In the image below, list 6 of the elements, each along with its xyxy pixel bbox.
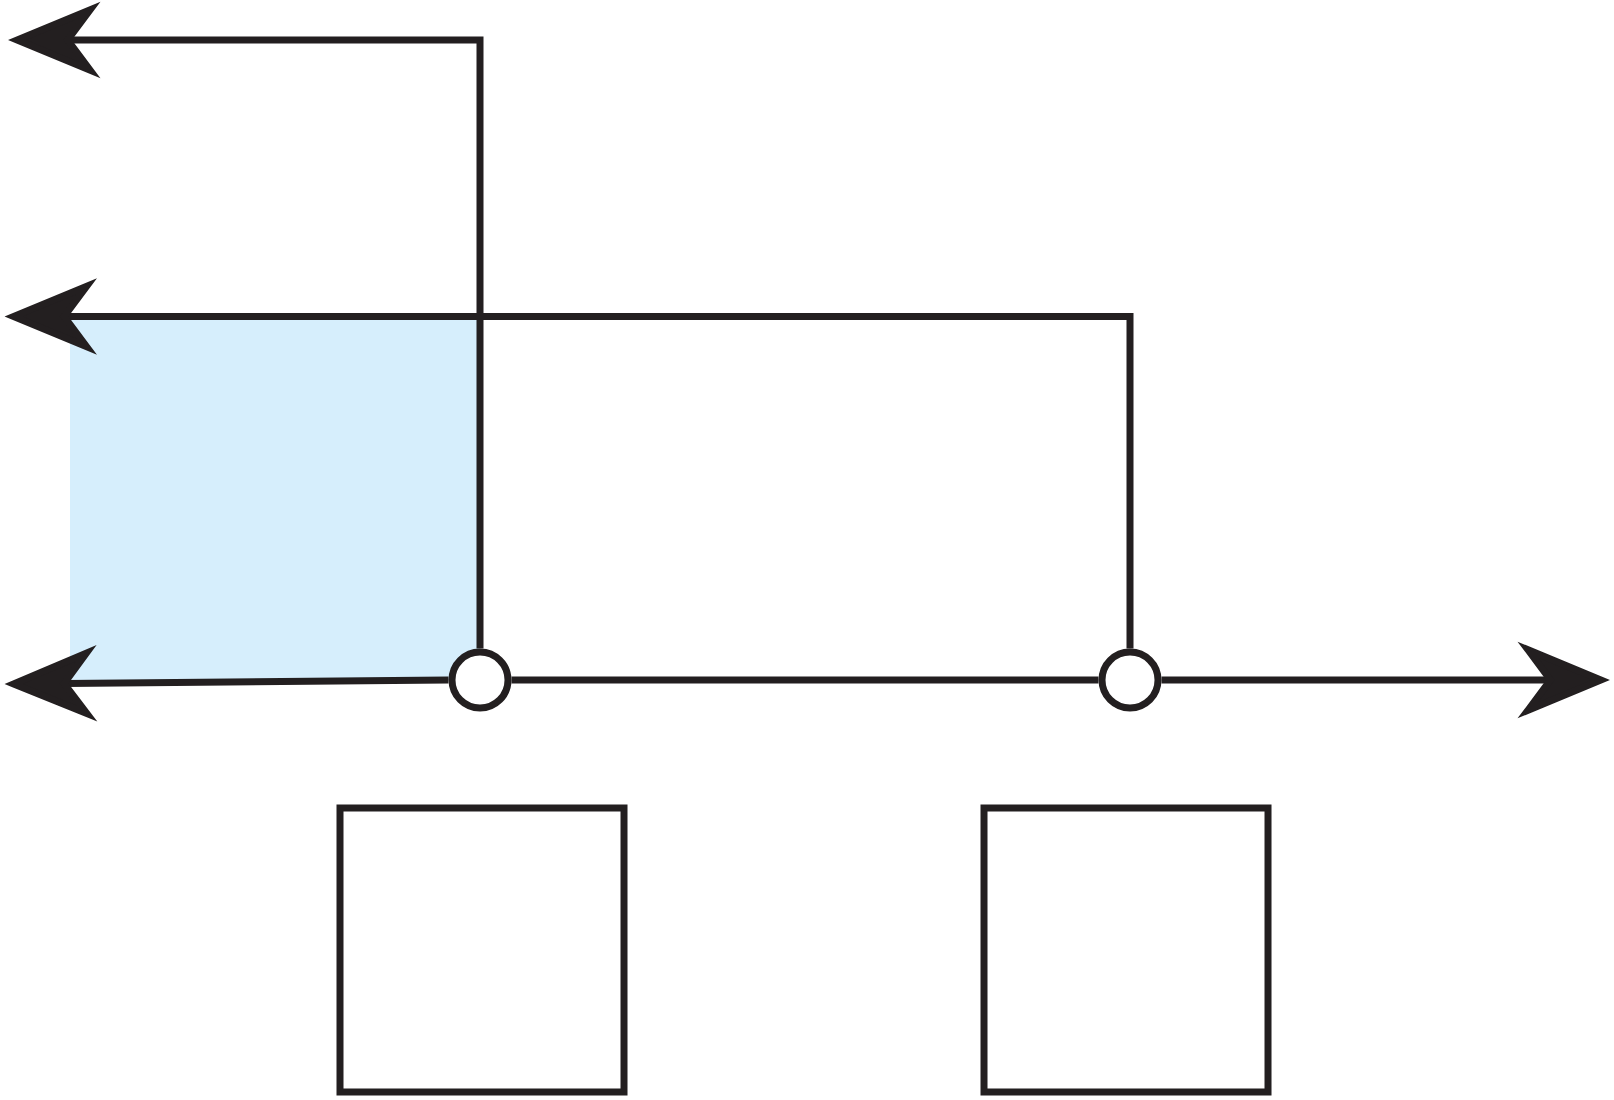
empty-box <box>980 804 1272 1096</box>
open-circle <box>448 648 512 712</box>
open-circle <box>1098 648 1162 712</box>
line-segment <box>511 676 1099 684</box>
empty-box <box>336 804 628 1096</box>
shaded-region <box>70 320 480 680</box>
